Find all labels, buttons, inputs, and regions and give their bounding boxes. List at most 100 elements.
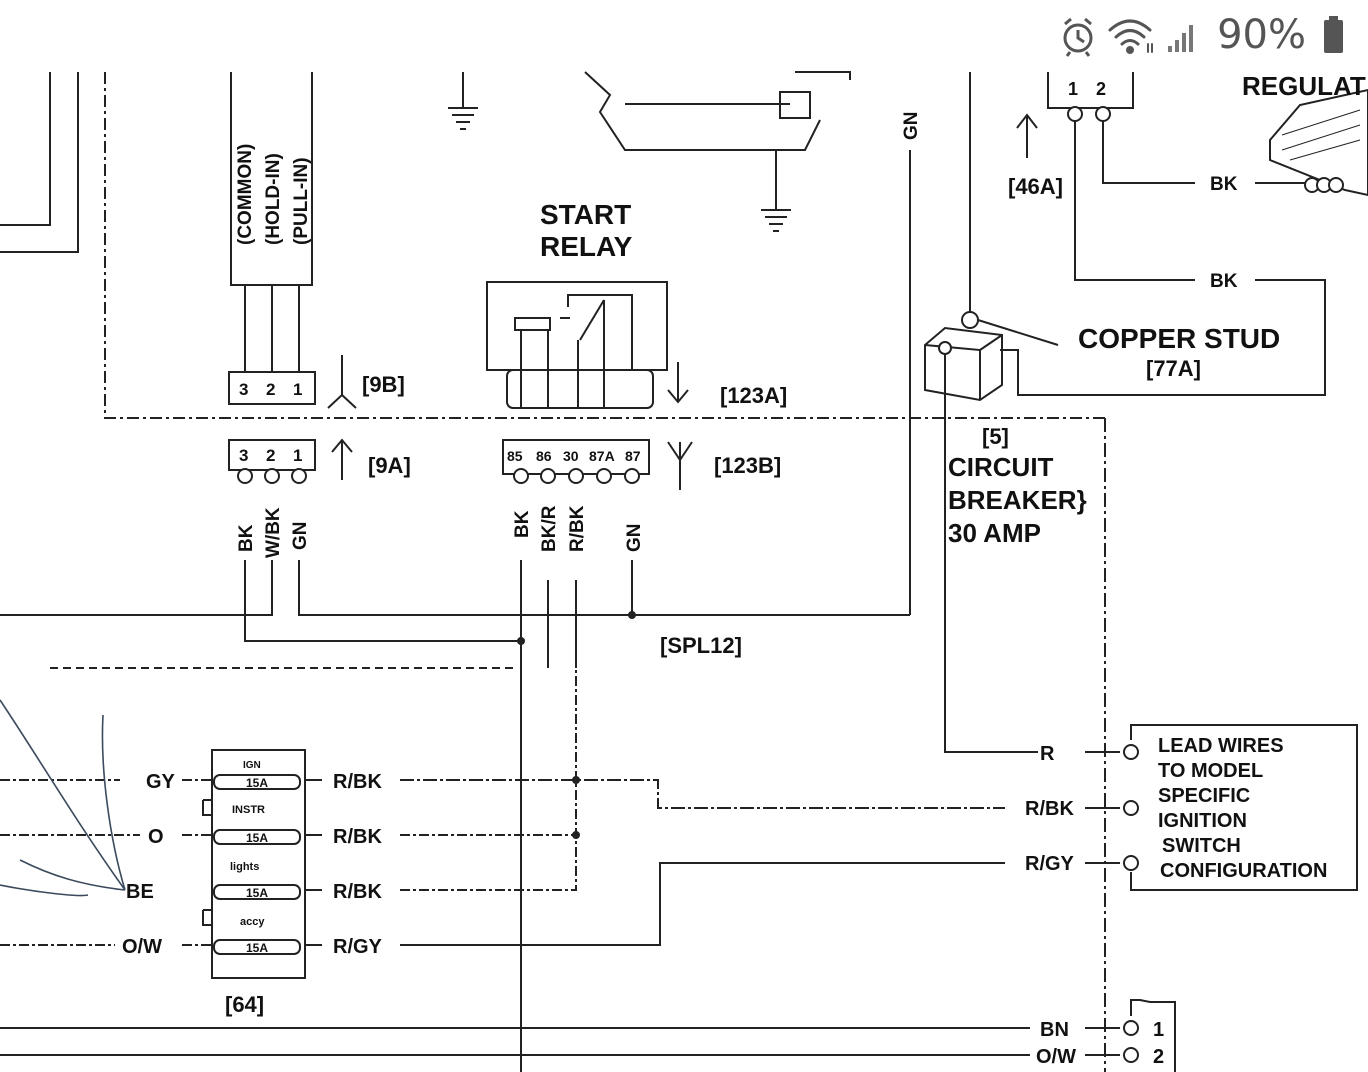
- connector-123a-symbol: [667, 362, 689, 404]
- pin-9a-1: 1: [293, 446, 302, 465]
- status-icons: [1063, 16, 1343, 57]
- breaker-lead: [944, 354, 1038, 753]
- wire-bk-relay: BK: [512, 510, 533, 538]
- wire-gn-relay: GN: [624, 524, 645, 553]
- signal-icon: [1168, 25, 1193, 52]
- splice-spl12-label: [SPL12]: [660, 633, 742, 658]
- pin-9b-3: 3: [239, 380, 248, 399]
- wire-bk-solenoid: BK: [236, 524, 257, 552]
- connector-46a: [1047, 72, 1134, 109]
- fuse-out-rbk-2: R/BK: [333, 826, 382, 848]
- connector-9b: [228, 371, 316, 405]
- regulator-wires: [1000, 121, 1326, 396]
- solenoid-terminal-common: (COMMON): [235, 144, 256, 245]
- harness-line-1: [0, 560, 273, 616]
- regulator-pin-2: 2: [1096, 79, 1106, 99]
- solenoid-terminal-hold-in: (HOLD-IN): [263, 153, 284, 245]
- circuit-breaker-body: [924, 326, 1003, 402]
- bottom-pin-2: 2: [1153, 1046, 1164, 1068]
- fuse-label-lights: lights: [230, 861, 259, 873]
- alarm-icon: [1063, 17, 1093, 57]
- relay-pin-30: 30: [563, 448, 579, 464]
- relay-pin-85: 85: [507, 448, 523, 464]
- copper-stud: [961, 311, 979, 329]
- solenoid-terminal-pull-in: (PULL-IN): [291, 157, 312, 245]
- fuse-rating-2: 15A: [246, 831, 268, 845]
- connector-123b-symbol: [667, 441, 693, 490]
- start-relay-title-2: RELAY: [540, 231, 633, 262]
- bottom-wire-ow: O/W: [1036, 1046, 1076, 1068]
- lead-wires-text-4: IGNITION: [1158, 810, 1247, 832]
- pen-annotation: [0, 699, 126, 897]
- lead-wires-text-3: SPECIFIC: [1158, 785, 1250, 807]
- circuit-breaker-number: [5]: [982, 424, 1009, 449]
- relay-pin-87a: 87A: [589, 448, 615, 464]
- lead-wires-text-1: LEAD WIRES: [1158, 735, 1284, 757]
- fuse-label-accy: accy: [240, 916, 265, 928]
- fuse-out-rgy: R/GY: [333, 936, 383, 958]
- regulator-wire-bk-2: BK: [1210, 271, 1238, 292]
- lead-wires-text-2: TO MODEL: [1158, 760, 1263, 782]
- lead-wire-r: R: [1040, 743, 1055, 765]
- wire-gn-top: GN: [901, 112, 922, 141]
- wire-gn-solenoid: GN: [290, 522, 311, 551]
- solenoid-leads: [244, 285, 300, 372]
- lead-wires-text-5: SWITCH: [1162, 835, 1241, 857]
- regulator-title: REGULAT: [1242, 71, 1366, 101]
- circuit-breaker-line3: 30 AMP: [948, 518, 1041, 548]
- bottom-wire-bn: BN: [1040, 1019, 1069, 1041]
- connector-46a-label: [46A]: [1008, 174, 1063, 199]
- pin-9b-1: 1: [293, 380, 302, 399]
- wifi-icon: [1108, 19, 1153, 54]
- fuse-out-rbk-3: R/BK: [333, 881, 382, 903]
- pin-9b-2: 2: [266, 380, 275, 399]
- fuse-out-rbk-1: R/BK: [333, 771, 382, 793]
- rbk-wire-1: [400, 779, 1005, 809]
- status-bar: 90%: [1028, 0, 1368, 72]
- connector-9a-label: [9A]: [368, 453, 411, 478]
- relay-pin-86: 86: [536, 448, 552, 464]
- rbk-wire-2: [400, 668, 577, 891]
- ground-symbol: [448, 72, 478, 130]
- wire-bkr-relay: BK/R: [539, 505, 560, 552]
- wire-wbk-solenoid: W/BK: [263, 507, 284, 558]
- relay-pin-87: 87: [625, 448, 641, 464]
- fuse-wire-o: O: [148, 826, 164, 848]
- harness-line-2: [244, 560, 521, 642]
- connector-77a-label: [77A]: [1146, 356, 1201, 381]
- copper-stud-pointer: [977, 319, 1059, 346]
- fuse-block-label: [64]: [225, 992, 264, 1017]
- bottom-wires: [0, 1027, 1120, 1056]
- lead-wire-rbk: R/BK: [1025, 798, 1074, 820]
- starter-motor: [584, 71, 851, 151]
- circuit-breaker-line1: CIRCUIT: [948, 452, 1054, 482]
- fuse-wire-be: BE: [126, 881, 154, 903]
- connector-9b-label: [9B]: [362, 372, 405, 397]
- battery-icon: [1324, 16, 1343, 53]
- fuse-label-ign: IGN: [243, 760, 261, 771]
- lead-wires-box: [1130, 724, 1358, 891]
- harness-line-gn: [298, 560, 910, 616]
- connector-46a-symbol: [1016, 113, 1038, 158]
- fuse-wire-ow: O/W: [122, 936, 162, 958]
- start-relay-title-1: START: [540, 199, 631, 230]
- battery-percentage: 90%: [1217, 12, 1306, 58]
- pin-9a-3: 3: [239, 446, 248, 465]
- ground-symbol-2: [761, 150, 791, 232]
- regulator-sketch: [1269, 88, 1368, 197]
- fuse-left-wires: [0, 779, 212, 946]
- connector-9a-symbol: [331, 438, 353, 480]
- connector-123a-label: [123A]: [720, 383, 787, 408]
- lead-wire-rgy: R/GY: [1025, 853, 1075, 875]
- copper-stud-label: COPPER STUD: [1078, 323, 1280, 354]
- bottom-pin-1: 1: [1153, 1019, 1164, 1041]
- circuit-breaker-line2: BREAKER}: [948, 485, 1087, 515]
- rgy-wire: [400, 862, 1005, 946]
- regulator-pin-1: 1: [1068, 79, 1078, 99]
- start-relay-base: [506, 369, 654, 409]
- fuse-rating-3: 15A: [246, 886, 268, 900]
- wire-rbk-relay: R/BK: [567, 505, 588, 552]
- fuse-label-instr: INSTR: [232, 804, 265, 816]
